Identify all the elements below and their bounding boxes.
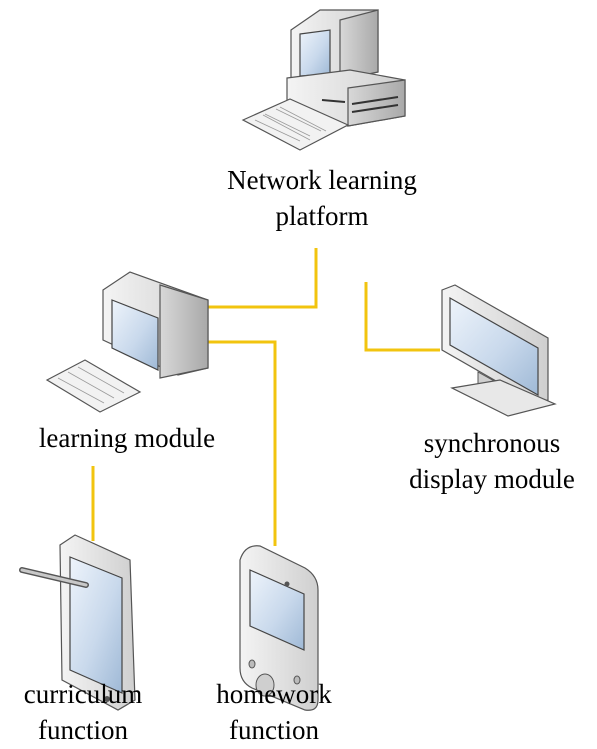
homework-label-line2: function [229,715,319,745]
curriculum-label-line1: curriculum [23,679,143,709]
curriculum-tablet-icon [19,534,136,711]
sync-display-label: synchronous display module [392,425,592,497]
network-platform-computer-icon [241,9,406,151]
curriculum-label-line2: function [38,715,128,745]
connector-lines [91,248,440,546]
learning-module-label: learning module [12,420,242,456]
connector-learning-homework [208,340,277,546]
homework-label-line1: homework [216,679,332,709]
learning-module-label-line1: learning module [38,423,216,453]
curriculum-label: curriculum function [0,676,166,748]
learning-module-computer-icon [45,271,209,413]
network-platform-label-line1: Network learning [227,165,417,195]
network-platform-label: Network learning platform [205,162,439,234]
connector-platform-learning [208,248,318,309]
connector-platform-display [364,282,440,352]
sync-display-label-line2: display module [409,464,575,494]
synchronous-display-monitor-icon [441,284,557,417]
network-platform-label-line2: platform [275,201,369,231]
sync-display-label-line1: synchronous [423,428,561,458]
homework-label: homework function [196,676,352,748]
homework-pda-icon [239,545,319,711]
